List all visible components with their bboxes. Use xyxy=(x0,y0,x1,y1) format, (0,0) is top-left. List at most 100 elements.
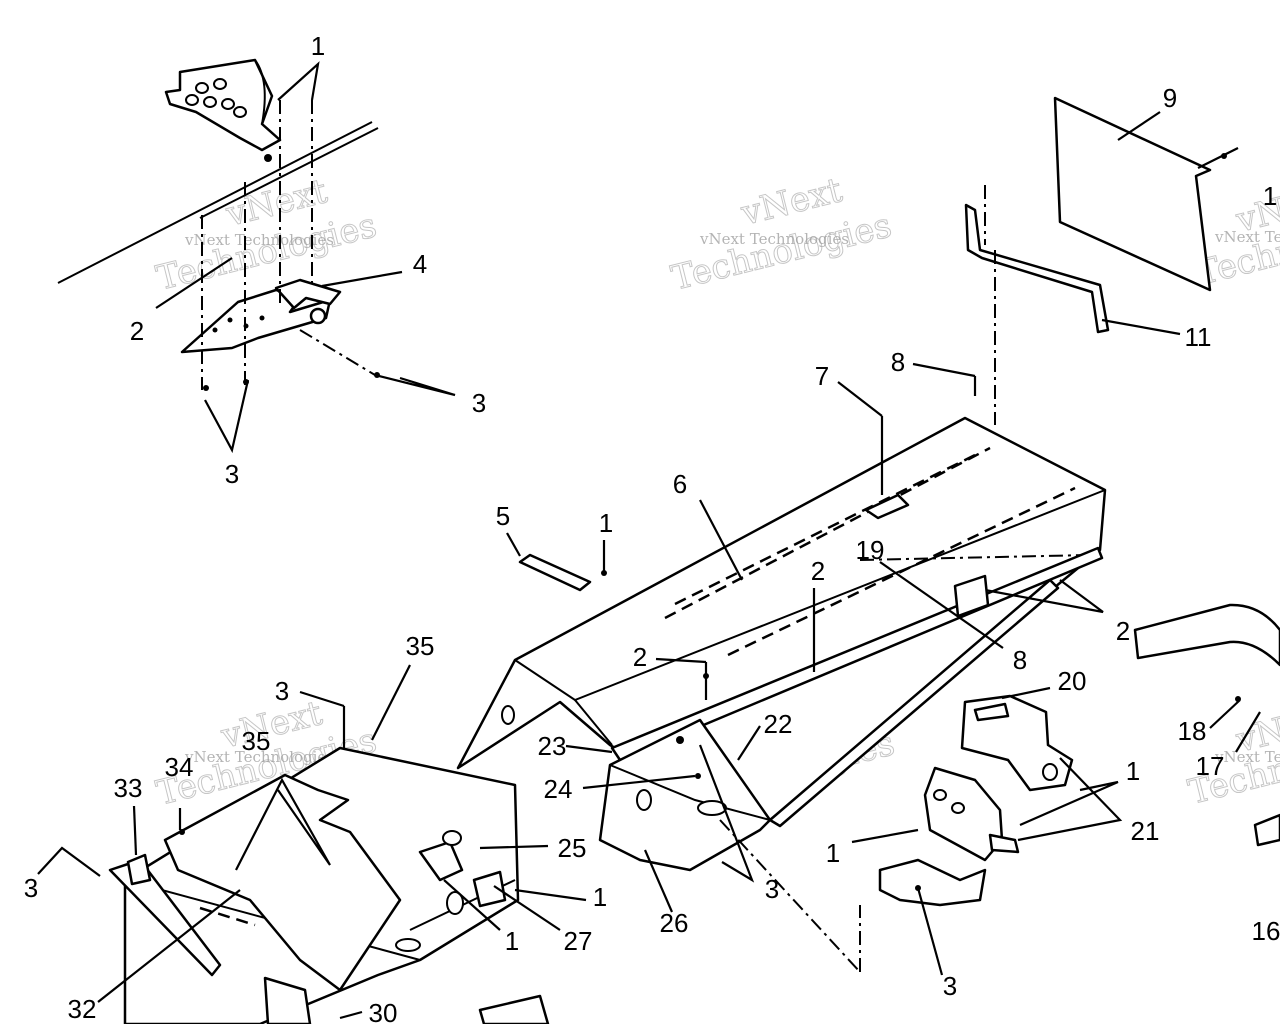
chassis-slot xyxy=(864,493,910,520)
callout-2: 2 xyxy=(130,316,144,346)
callout-1: 1 xyxy=(505,926,519,956)
callout-leader-17 xyxy=(1235,711,1261,753)
callout-9: 9 xyxy=(1163,83,1177,113)
callout-1: 1 xyxy=(593,882,607,912)
callout-11: 11 xyxy=(1185,322,1212,352)
callout-1: 1 xyxy=(1126,756,1140,786)
fastener-dot xyxy=(695,773,701,779)
callout-leader-33 xyxy=(132,805,138,856)
bracket-part-27 xyxy=(472,870,507,908)
callout-leader-27 xyxy=(493,885,561,931)
shield-hole xyxy=(203,96,217,108)
callout-leader-3-lower xyxy=(204,379,250,454)
callout-leader-3-lower-left xyxy=(299,690,345,708)
callout-leader-24 xyxy=(582,774,696,790)
plate-hole xyxy=(227,317,233,323)
callout-leader-9 xyxy=(1117,111,1161,141)
skid-plate-hole xyxy=(636,789,652,811)
watermark-text-2: vNext Technologies xyxy=(184,748,334,766)
skid-plate-edge xyxy=(609,764,771,821)
hidden-line xyxy=(199,906,256,927)
callout-leader-3-center xyxy=(698,744,755,883)
callout-leader-1-frame xyxy=(514,888,587,902)
callout-leader-2-right xyxy=(984,579,1104,614)
rail-right xyxy=(768,578,1060,828)
frame-gusset xyxy=(418,840,464,882)
panel-part-9 xyxy=(1053,96,1212,292)
callout-leader-30 xyxy=(339,1010,363,1020)
callout-leader-8 xyxy=(912,362,976,378)
callout-3: 3 xyxy=(225,459,239,489)
callout-leader-1-mid xyxy=(851,828,919,844)
plate-hole xyxy=(212,327,218,333)
shield-hole xyxy=(213,78,227,90)
fastener-dot xyxy=(1221,153,1227,159)
plate-hole xyxy=(259,315,265,321)
fastener-dot xyxy=(1235,696,1241,702)
callout-30: 30 xyxy=(369,998,398,1024)
callout-leader-1-right xyxy=(1197,147,1239,169)
support-plate xyxy=(263,976,312,1024)
callout-leader-1-right-lower xyxy=(1019,780,1119,827)
callout-4: 4 xyxy=(413,249,427,279)
fastener-dot xyxy=(243,379,249,385)
callout-leader-18 xyxy=(1209,699,1241,729)
fastener-dot xyxy=(374,372,380,378)
callout-leader-23 xyxy=(565,744,613,754)
watermark-text-2: vNext Technologies xyxy=(1214,228,1280,246)
callout-leader-20 xyxy=(1001,686,1051,700)
callout-27: 27 xyxy=(564,926,593,956)
shield-hole xyxy=(221,98,235,110)
housing-opening xyxy=(1042,763,1058,781)
callout-32: 32 xyxy=(68,994,97,1024)
angle-bracket-part-11 xyxy=(964,203,1110,334)
part-20-21-assembly xyxy=(851,686,1123,976)
callout-3: 3 xyxy=(275,676,289,706)
callout-leader-7 xyxy=(837,381,883,417)
callout-33: 33 xyxy=(114,773,143,803)
fastener-dot xyxy=(676,736,684,744)
callout-19: 19 xyxy=(856,535,885,565)
hidden-line xyxy=(664,446,991,620)
callout-leader-2-left xyxy=(655,657,707,664)
pin-part xyxy=(988,833,1020,854)
callout-3: 3 xyxy=(765,874,779,904)
callout-leader-19-8 xyxy=(879,561,1004,649)
callout-leader-35 xyxy=(371,664,411,741)
lower-left-frame-assembly xyxy=(37,664,587,1024)
callout-24: 24 xyxy=(544,774,573,804)
fastener-dot xyxy=(601,570,607,576)
shield-hole xyxy=(233,106,247,118)
frame-hole xyxy=(446,891,464,915)
callout-leader-4 xyxy=(321,270,403,288)
callout-3: 3 xyxy=(24,873,38,903)
upper-left-bracket-assembly xyxy=(57,58,456,454)
bracket-hole xyxy=(951,802,965,814)
callout-3: 3 xyxy=(472,388,486,418)
callout-1: 1 xyxy=(311,31,325,61)
callout-1: 1 xyxy=(599,508,613,538)
long-rod-line xyxy=(57,121,373,284)
callout-35: 35 xyxy=(242,726,271,756)
fastener-dot xyxy=(703,673,709,679)
bracket-part-19 xyxy=(953,574,990,618)
callout-leader-22 xyxy=(737,725,761,761)
hidden-line xyxy=(727,486,1076,657)
callout-leader-2 xyxy=(155,257,233,309)
callout-5: 5 xyxy=(496,501,510,531)
watermark-text-2: vNext Technologies xyxy=(699,230,849,248)
watermark-text-2: vNext Technologies xyxy=(1214,748,1280,766)
small-plate-part-5 xyxy=(518,553,592,592)
bracket-part-33 xyxy=(126,853,152,886)
callout-2: 2 xyxy=(811,556,825,586)
callout-leader-3-bottom-right xyxy=(916,887,944,976)
watermark-upper-center: vNext vNext Technologies Technologies xyxy=(667,170,896,300)
skid-plate-hole xyxy=(697,800,727,816)
alignment-line xyxy=(299,329,376,376)
bracket-hole xyxy=(933,789,947,801)
callout-leader-1 xyxy=(277,61,320,101)
callout-leader-6 xyxy=(699,499,743,581)
callout-16: 16 xyxy=(1252,916,1280,946)
upper-right-panel-assembly xyxy=(964,96,1239,425)
